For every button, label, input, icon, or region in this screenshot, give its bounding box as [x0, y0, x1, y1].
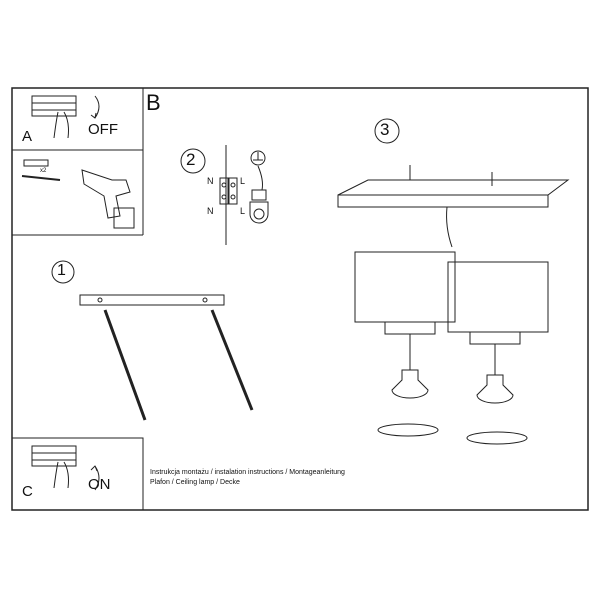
step-3-circle — [374, 118, 400, 144]
live-bottom-label: L — [240, 206, 246, 216]
panel-b-letter: B — [146, 90, 161, 115]
mounting-bar — [79, 294, 225, 306]
step-1-number: 1 — [57, 262, 66, 279]
rotate-arrow-icon — [377, 423, 528, 445]
quantity-label: x2 — [40, 168, 47, 174]
dowel-screw-icon — [21, 159, 61, 181]
panel-c-box — [11, 437, 144, 511]
dowel-icon — [103, 309, 254, 421]
neutral-top-label: N — [207, 176, 214, 186]
ceiling-lamp-drawing — [337, 165, 570, 375]
step-2-number: 2 — [186, 150, 196, 169]
outer-frame — [11, 87, 589, 511]
neutral-bottom-label: N — [207, 206, 214, 216]
caption-line-2: Plafon / Ceiling lamp / Decke — [150, 479, 240, 486]
circuit-breaker-icon — [31, 95, 100, 139]
panel-c-letter: C — [22, 483, 33, 500]
on-label: ON — [88, 476, 111, 493]
circuit-breaker-on-icon — [31, 445, 100, 491]
step-3-number: 3 — [380, 120, 390, 139]
live-top-label: L — [240, 176, 246, 186]
gu10-bulb-icon — [391, 369, 514, 404]
ground-terminal-icon — [249, 150, 269, 224]
off-label: OFF — [88, 121, 118, 138]
drill-icon — [81, 169, 135, 229]
step-1-circle — [51, 260, 75, 284]
terminal-block-icon — [219, 145, 238, 245]
caption-line-1: Instrukcja montażu / instalation instruc… — [150, 469, 345, 476]
step-2-circle — [180, 148, 206, 174]
panel-a-letter: A — [22, 128, 33, 145]
